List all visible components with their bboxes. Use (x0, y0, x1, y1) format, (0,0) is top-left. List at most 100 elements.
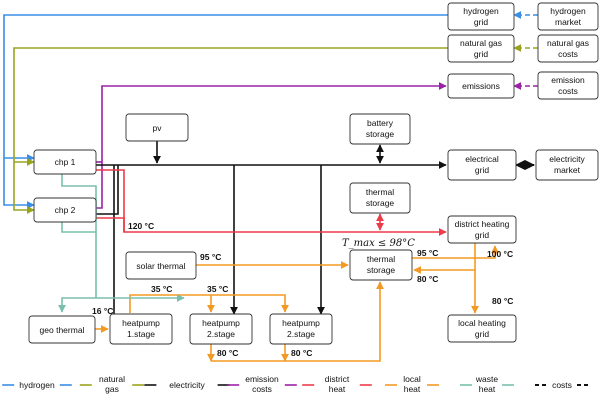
natural-gas-line-chp1 (13, 47, 448, 166)
temp-label-storage-in: 80 °C (417, 274, 438, 284)
box-label: grid (474, 49, 488, 59)
waste-heat-chp2 (61, 222, 97, 298)
temp-label-return-left: 80 °C (217, 348, 238, 358)
box-label: hydrogen (550, 6, 586, 16)
storage-to-district (412, 245, 499, 259)
legend-label: heat (479, 384, 496, 394)
thermal-storage-box[interactable]: thermal storage (349, 249, 413, 281)
box-label: district heating (455, 219, 510, 229)
temp-label-storage-out: 95 °C (417, 248, 438, 258)
battery-storage-box[interactable]: battery storage (349, 113, 411, 145)
legend-label: waste (475, 374, 498, 384)
box-label: costs (558, 86, 578, 96)
legend-label: heat (404, 384, 421, 394)
box-label: natural gas (460, 38, 502, 48)
legend-label: hydrogen (19, 380, 55, 390)
box-label: storage (366, 198, 395, 208)
chp2-electricity-line (96, 165, 119, 215)
boxes: hydrogen grid hydrogen market natural ga… (28, 2, 599, 345)
electricity-market-box[interactable]: electricity market (535, 149, 599, 181)
box-label: thermal (366, 187, 394, 197)
temperature-labels: 120 °C 95 °C 95 °C 80 °C 100 °C 80 °C 35… (92, 221, 513, 358)
legend-label: natural (99, 374, 125, 384)
local-heating-grid-box[interactable]: local heating grid (447, 314, 517, 343)
box-label: storage (366, 129, 395, 139)
box-label: grid (475, 329, 489, 339)
box-label: emission (551, 75, 585, 85)
legend-label: heat (329, 384, 346, 394)
box-label: 2.stage (207, 329, 235, 339)
box-label: 1.stage (127, 329, 155, 339)
emissions-box[interactable]: emissions (447, 73, 515, 99)
box-label: heatpump (282, 318, 320, 328)
box-label: emissions (462, 81, 500, 91)
temp-label-solar: 95 °C (200, 252, 221, 262)
legend-label: local (403, 374, 421, 384)
heatpump2b-box[interactable]: heatpump 2.stage (269, 313, 333, 345)
connections (3, 11, 538, 362)
chp1-box[interactable]: chp 1 (33, 149, 97, 175)
box-label: solar thermal (136, 261, 185, 271)
legend-label: emission (245, 374, 279, 384)
legend-label: district (325, 374, 350, 384)
box-label: natural gas (547, 38, 589, 48)
geo-thermal-box[interactable]: geo thermal (28, 315, 96, 344)
box-label: electricity (549, 154, 585, 164)
temp-label-return-right: 80 °C (291, 348, 312, 358)
emission-costs-box[interactable]: emission costs (537, 71, 599, 100)
hydrogen-grid-box[interactable]: hydrogen grid (447, 2, 515, 31)
hydrogen-line-chp2 (3, 158, 35, 209)
box-label: battery (367, 118, 394, 128)
temp-label-hp-left: 35 °C (151, 284, 172, 294)
waste-heat-to-hp (58, 297, 96, 313)
max-temperature-formula: T_max ≤ 98°C (342, 238, 415, 249)
pv-box[interactable]: pv (125, 113, 189, 142)
temp-label-hp-right: 35 °C (207, 284, 228, 294)
solar-thermal-box[interactable]: solar thermal (125, 251, 197, 280)
temp-label-district-out: 100 °C (487, 249, 513, 259)
legend-item-hydrogen: hydrogen (2, 380, 72, 390)
legend-label: electricity (169, 380, 205, 390)
legend-label: gas (105, 384, 119, 394)
hydrogen-line-chp1 (3, 14, 448, 162)
box-label: geo thermal (40, 325, 85, 335)
emission-line (96, 82, 447, 209)
heatpump1-box[interactable]: heatpump 1.stage (109, 313, 173, 345)
legend-item-costs: costs (535, 380, 589, 390)
thermal-storage-top-box[interactable]: thermal storage (349, 182, 411, 214)
box-label: hydrogen (463, 6, 499, 16)
natural-gas-grid-box[interactable]: natural gas grid (447, 34, 515, 63)
hp2a-to-hp2b-top (211, 294, 289, 313)
box-label: chp 2 (55, 205, 76, 215)
chp2-box[interactable]: chp 2 (33, 197, 97, 223)
legend-label: costs (252, 384, 272, 394)
box-label: pv (153, 123, 163, 133)
box-label: heatpump (202, 318, 240, 328)
district-heat-line (96, 217, 447, 236)
box-label: local heating (458, 318, 506, 328)
heatpump2a-box[interactable]: heatpump 2.stage (189, 313, 253, 345)
electrical-grid-box[interactable]: electrical grid (447, 149, 517, 181)
box-label: electrical (465, 154, 499, 164)
box-label: grid (475, 165, 489, 175)
box-label: market (554, 165, 581, 175)
box-label: chp 1 (55, 157, 76, 167)
box-label: grid (475, 230, 489, 240)
box-label: 2.stage (287, 329, 315, 339)
district-heating-grid-box[interactable]: district heating grid (447, 215, 517, 244)
natural-gas-costs-box[interactable]: natural gas costs (537, 34, 599, 63)
legend-label: costs (552, 380, 572, 390)
box-label: thermal (367, 254, 395, 264)
hp1-to-hp2-top (129, 294, 215, 313)
box-label: costs (558, 49, 578, 59)
hp-return-bus (211, 281, 384, 362)
hydrogen-market-box[interactable]: hydrogen market (537, 2, 599, 31)
temp-label-chp-district: 120 °C (128, 221, 154, 231)
legend-item-electricity: electricity (144, 380, 230, 390)
